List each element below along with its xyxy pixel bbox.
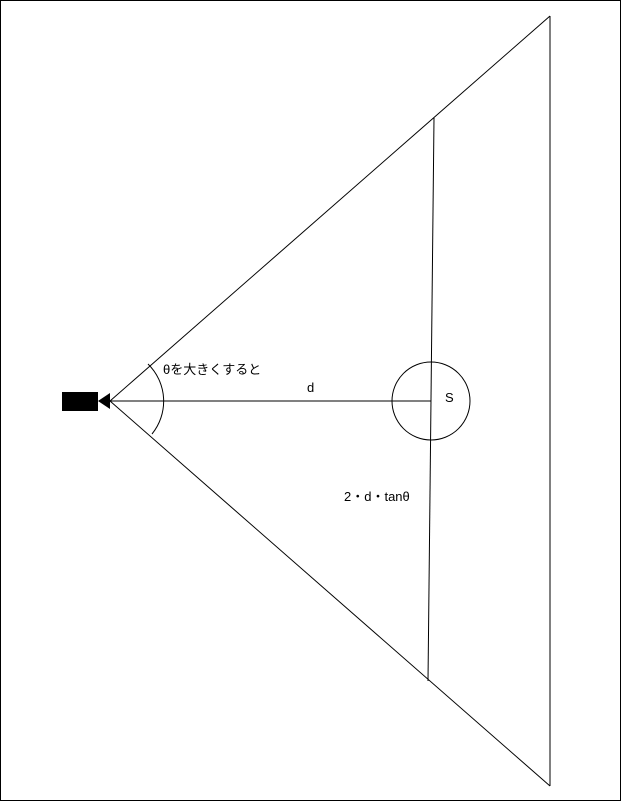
distance-label: d — [307, 380, 314, 395]
camera-body — [62, 392, 98, 411]
sphere-circle — [391, 361, 471, 441]
camera-lens-icon — [98, 393, 110, 409]
near-plane-line — [427, 117, 435, 682]
angle-note-label: θを大きくすると — [163, 362, 261, 377]
width-formula-label: 2・d・tanθ — [344, 489, 410, 504]
outer-lower-ray — [109, 400, 551, 787]
sphere-label: S — [445, 390, 454, 405]
outer-upper-ray — [109, 15, 551, 402]
angle-arc — [147, 363, 165, 435]
